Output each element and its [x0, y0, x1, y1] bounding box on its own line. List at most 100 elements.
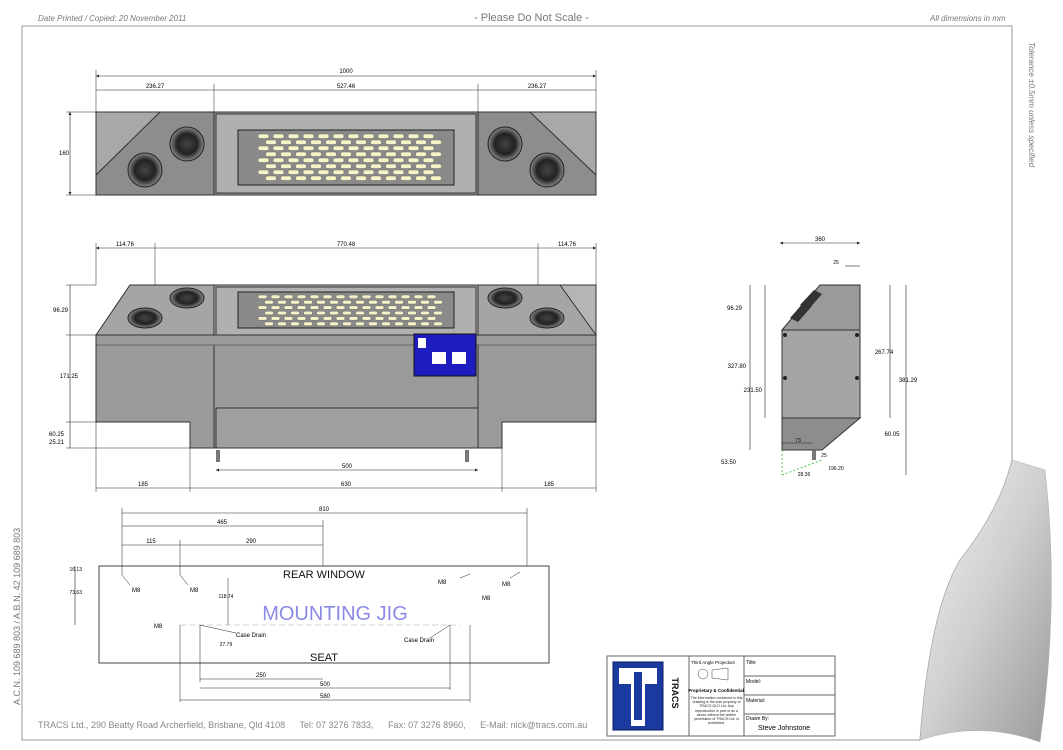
vent-slot [342, 300, 352, 305]
vent-slot [392, 145, 405, 151]
vent-slot [295, 175, 307, 181]
vent-slot [426, 294, 437, 299]
vent-slot [433, 311, 443, 316]
vent-slot [348, 294, 359, 299]
vent-slot [400, 316, 411, 321]
vent-slot [316, 311, 326, 316]
vent-slot [340, 139, 352, 145]
vent-slot [407, 311, 417, 316]
dim-top-height: 160 [59, 151, 70, 157]
vent-slot [392, 169, 405, 175]
vent-slot [361, 316, 372, 321]
dim-front-185b: 185 [544, 482, 555, 488]
tb-model-label: Model: [746, 679, 761, 685]
jig-seat: SEAT [310, 652, 338, 664]
units-note: All dimensions in mm [930, 14, 1006, 23]
dim-jig-115: 115 [146, 539, 156, 545]
vent-slot [309, 316, 320, 321]
vent-slot [422, 169, 435, 175]
vent-slot [329, 311, 339, 316]
jig-m8-4: M8 [438, 580, 447, 586]
vent-slot [303, 300, 313, 305]
dim-side-25b: 25 [821, 453, 827, 459]
dim-jig-118: 118.74 [219, 594, 234, 600]
vent-slot [407, 133, 420, 139]
vent-slot [362, 133, 375, 139]
vent-slot [272, 133, 285, 139]
vent-slot [348, 305, 359, 310]
vent-slot [257, 145, 270, 151]
vent-slot [310, 139, 322, 145]
jig-m8-1: M8 [132, 588, 141, 594]
vent-slot [302, 133, 315, 139]
vent-slot [377, 145, 390, 151]
tb-legal: The information contained in this drawin… [690, 696, 743, 726]
dim-side-96: 96.29 [727, 306, 743, 312]
vent-slot [426, 305, 437, 310]
vent-slot [413, 294, 424, 299]
vent-slot [303, 311, 313, 316]
dim-front-500: 500 [342, 464, 353, 470]
vent-slot [407, 169, 420, 175]
dim-jig-500: 500 [320, 682, 331, 688]
vent-slot [381, 300, 391, 305]
vent-slot [413, 316, 424, 321]
vent-slot [420, 300, 430, 305]
vent-slot [407, 145, 420, 151]
title-block: TRACS Third Angle Projection Proprietary… [606, 655, 836, 737]
vent-slot [332, 133, 345, 139]
vent-slot [340, 163, 352, 169]
vent-slot [400, 305, 411, 310]
dim-side-196: 196.20 [828, 466, 844, 472]
jig-rear-window: REAR WINDOW [283, 569, 366, 581]
vent-slot [430, 151, 442, 157]
vent-slot [265, 151, 277, 157]
vent-slot [355, 321, 365, 326]
tracs-logo-text: TRACS [670, 678, 680, 709]
vent-slot [347, 157, 360, 163]
vent-slot [392, 157, 405, 163]
dim-top-right: 236.27 [528, 84, 547, 90]
vent-slot [355, 139, 367, 145]
mounting-jig-view: REAR WINDOW MOUNTING JIG SEAT 810 465 11… [69, 507, 550, 702]
tb-title-label: Title: [746, 660, 757, 666]
vent-slot [420, 311, 430, 316]
vent-slot [407, 157, 420, 163]
dim-front-h1: 96.29 [53, 308, 69, 314]
vent-slot [296, 316, 307, 321]
dim-jig-580: 580 [320, 694, 331, 700]
vent-slot [407, 300, 417, 305]
tb-material-label: Material: [746, 698, 765, 704]
vent-slot [362, 157, 375, 163]
footer-email[interactable]: E-Mail: nick@tracs.com.au [480, 720, 588, 730]
vent-slot [374, 305, 385, 310]
vent-slot [377, 169, 390, 175]
vent-slot [407, 321, 417, 326]
vent-slot [270, 294, 281, 299]
dim-jig-250: 250 [256, 673, 267, 679]
dim-top-total: 1000 [339, 69, 353, 75]
vent-slot [280, 151, 292, 157]
vent-slot [280, 175, 292, 181]
vent-slot [277, 311, 287, 316]
vent-slot [415, 139, 427, 145]
vent-slot [394, 300, 404, 305]
vent-slot [392, 133, 405, 139]
vent-slot [387, 316, 398, 321]
vent-slot [272, 169, 285, 175]
vent-slot [287, 157, 300, 163]
vent-slot [265, 163, 277, 169]
vent-slot [264, 321, 274, 326]
vent-slot [385, 139, 397, 145]
vent-slot [361, 294, 372, 299]
tb-drawn-by: Steve Johnstone [758, 725, 810, 732]
dim-jig-27: 27.79 [220, 642, 233, 648]
vent-slot [370, 151, 382, 157]
vent-slot [348, 316, 359, 321]
vent-slot [400, 163, 412, 169]
vent-slot [377, 133, 390, 139]
dim-front-mid: 770.48 [337, 242, 356, 248]
vent-slot [370, 163, 382, 169]
vent-slot [257, 305, 268, 310]
vent-slot [370, 175, 382, 181]
